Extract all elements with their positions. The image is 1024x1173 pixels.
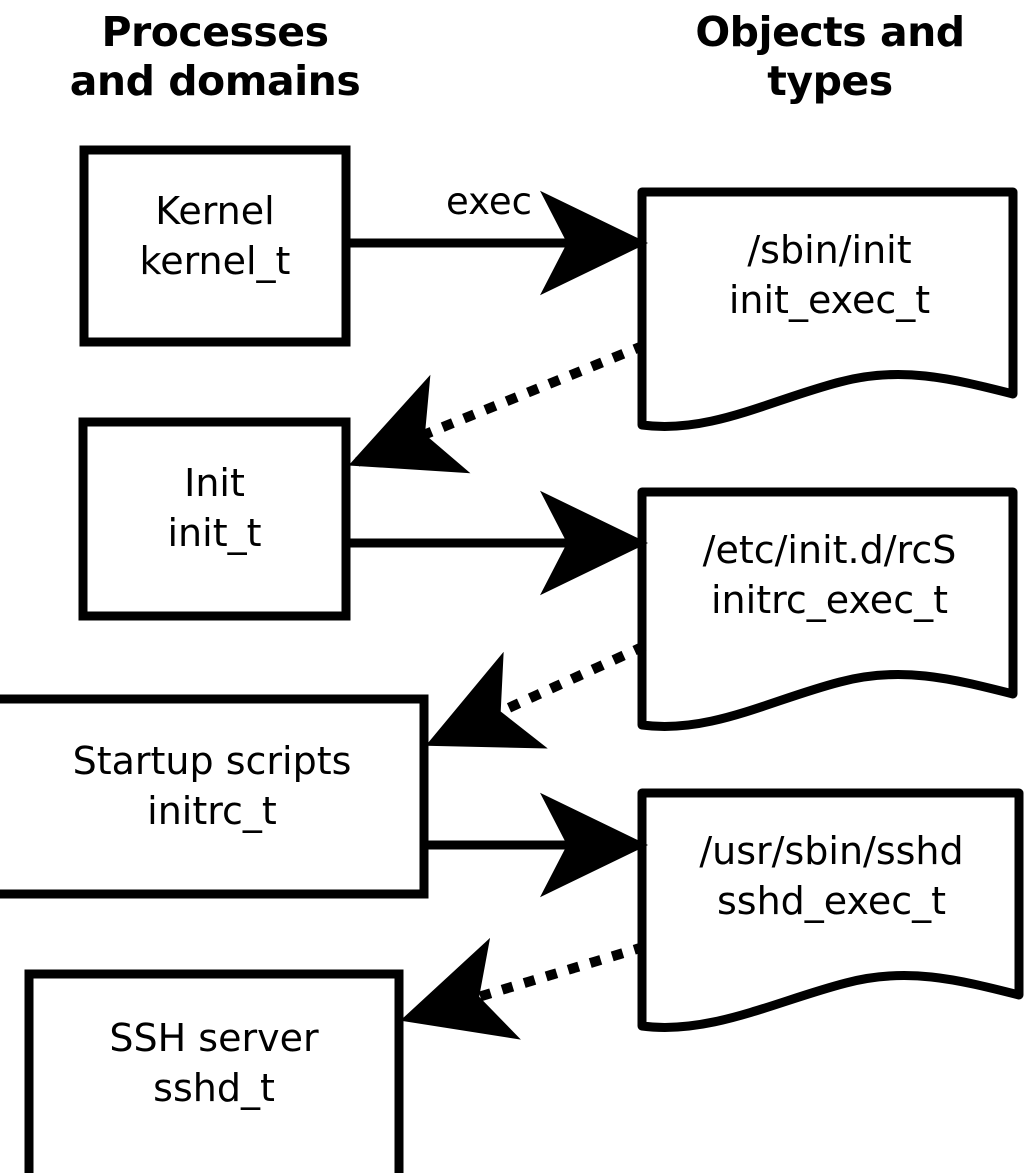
object-doc-initrc-exec[interactable] (637, 487, 1018, 731)
process-box-kernel[interactable] (79, 145, 351, 347)
column-header-objects: Objects and types (695, 8, 965, 105)
object-doc-sshd-exec[interactable] (637, 788, 1024, 1032)
process-box-init[interactable] (78, 417, 351, 621)
edge-sshd-exec-to-sshd (400, 937, 647, 1040)
process-box-initrc[interactable] (0, 694, 429, 899)
edge-initrc-exec-to-initrc (425, 641, 647, 749)
edge-init-exec-to-init (348, 340, 647, 474)
process-box-sshd[interactable] (24, 969, 404, 1173)
object-doc-init-exec[interactable] (637, 187, 1018, 431)
edge-label-exec: exec (446, 180, 532, 223)
column-header-processes: Processes and domains (69, 8, 361, 105)
